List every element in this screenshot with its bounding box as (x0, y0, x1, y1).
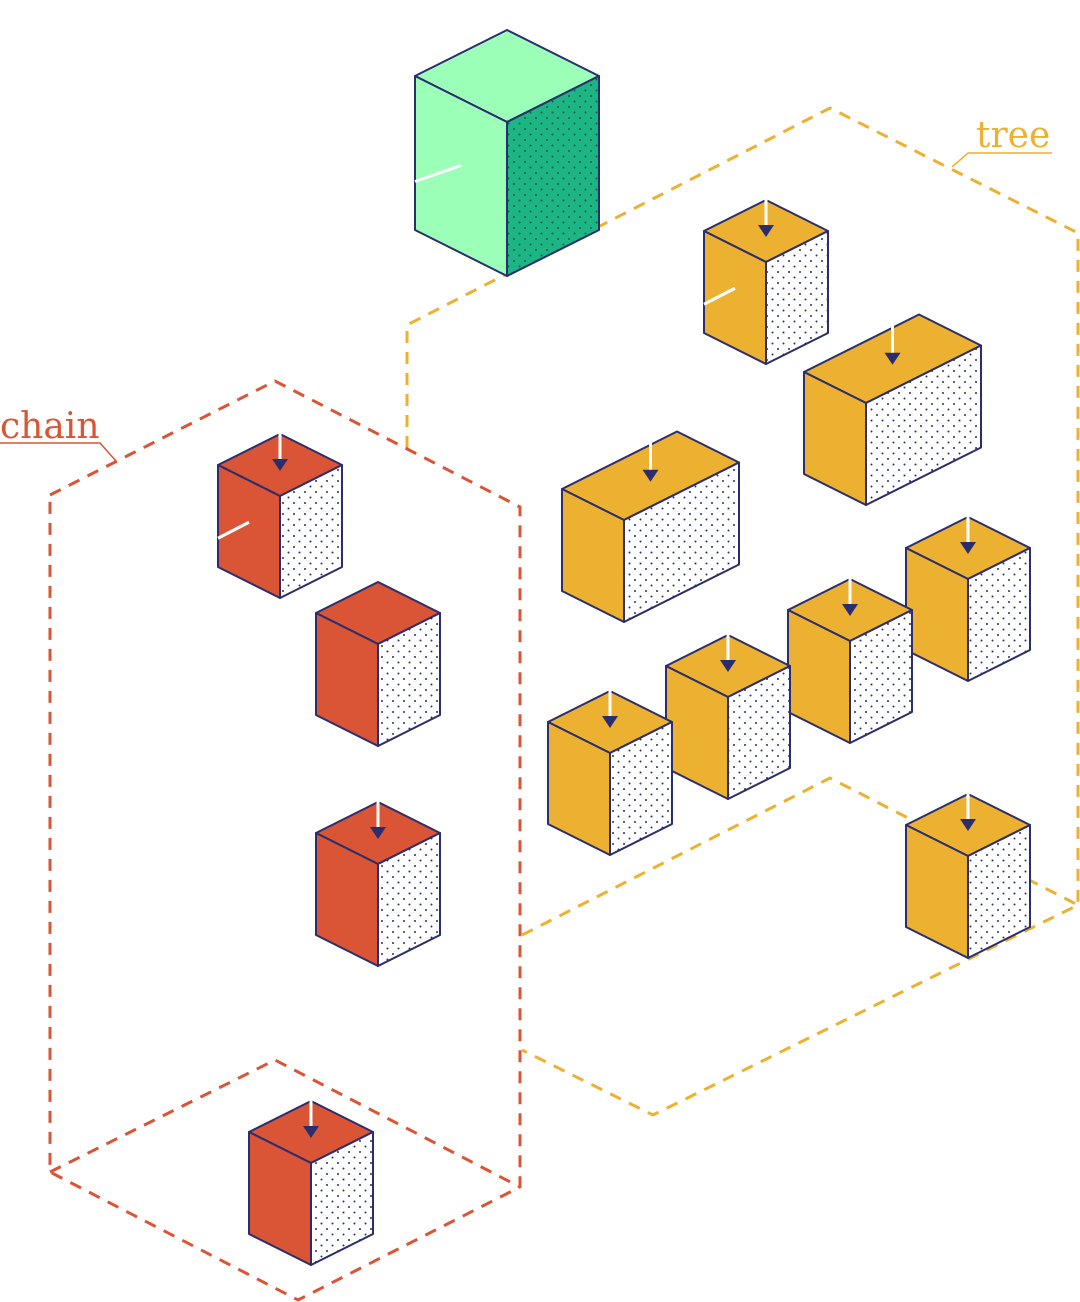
tree-block (787, 576, 913, 744)
arrow-down-icon (720, 660, 736, 672)
chain-block (217, 431, 343, 599)
chain-block (315, 581, 441, 747)
tree-block (905, 791, 1031, 959)
tree-block-side-face (849, 609, 913, 744)
chain-block-side-face (279, 464, 343, 599)
chain-block-side-face (377, 612, 441, 747)
tree-label-leader (951, 152, 1052, 168)
arrow-down-icon (602, 716, 618, 728)
tree-block (803, 313, 982, 506)
tree-block-side-face (865, 344, 982, 506)
arrow-down-icon (370, 827, 386, 839)
chain-block-side-face (377, 832, 441, 967)
tree-block-side-face (765, 230, 829, 365)
tree-block-side-face (609, 721, 673, 856)
chain-label: chain (0, 406, 100, 447)
tree-block (665, 632, 791, 800)
arrow-down-icon (842, 604, 858, 616)
chain-block-highlight-line (217, 520, 250, 540)
tree-block-side-face (967, 824, 1031, 959)
chain-block (315, 799, 441, 967)
arrow-down-icon (960, 542, 976, 554)
tree-block-side-face (967, 547, 1031, 682)
tree-block (547, 688, 673, 856)
root-block (414, 29, 600, 277)
arrow-down-icon (642, 469, 659, 482)
tree-label: tree (976, 115, 1050, 156)
chain-group-outline (48, 379, 522, 1302)
arrow-down-icon (272, 459, 288, 471)
root-block-side-face (506, 75, 600, 277)
root-block-highlight-line (414, 164, 462, 183)
arrow-down-icon (884, 352, 901, 365)
tree-block-side-face (623, 461, 740, 623)
arrow-down-icon (960, 819, 976, 831)
tree-block (703, 197, 829, 365)
tree-block-side-face (727, 665, 791, 800)
blocks (217, 29, 1031, 1266)
tree-block-highlight-line (703, 286, 736, 306)
arrow-down-icon (303, 1126, 319, 1138)
chain-block (248, 1098, 374, 1266)
tree-block (561, 430, 740, 623)
tree-block (905, 514, 1031, 682)
arrow-down-icon (758, 225, 774, 237)
chain-label-leader (0, 442, 117, 462)
chain-block-side-face (310, 1131, 374, 1266)
